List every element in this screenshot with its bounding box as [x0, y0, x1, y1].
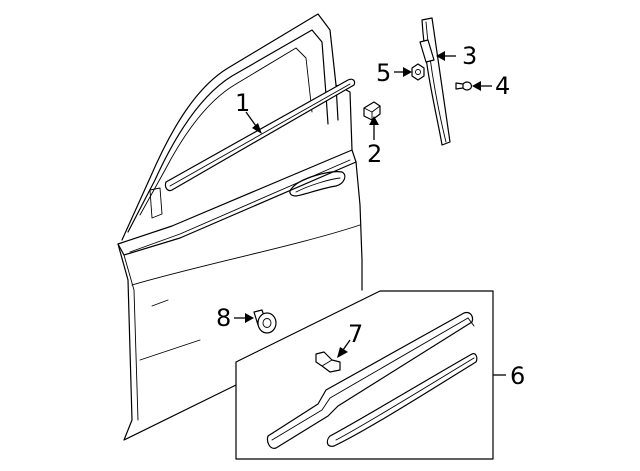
- callout-7-leader: [337, 339, 351, 358]
- callout-5-leader: [394, 67, 412, 77]
- callout-3: 3: [462, 42, 477, 70]
- part-6-lower-moldings: [266, 311, 478, 449]
- part-3-pillar-applique: [419, 17, 451, 146]
- door-shell: [117, 13, 363, 441]
- part-4-screw: [455, 81, 473, 91]
- callout-7: 7: [348, 320, 363, 348]
- callout-8-leader: [234, 313, 254, 323]
- callout-6: 6: [510, 362, 525, 390]
- part-7-clip: [315, 351, 341, 373]
- callout-2: 2: [367, 140, 382, 168]
- part-5-nut: [411, 63, 425, 81]
- callout-4-leader: [472, 81, 492, 91]
- part-2-clip: [363, 101, 381, 121]
- callout-5: 5: [376, 59, 391, 87]
- callout-1-leader: [245, 111, 262, 134]
- callout-4: 4: [495, 72, 510, 100]
- callout-1: 1: [235, 89, 250, 117]
- callout-2-leader: [369, 116, 379, 140]
- part-8-plug: [253, 309, 277, 334]
- part-1-belt-molding: [164, 78, 356, 192]
- callout-3-leader: [436, 51, 456, 61]
- callout-8: 8: [216, 304, 231, 332]
